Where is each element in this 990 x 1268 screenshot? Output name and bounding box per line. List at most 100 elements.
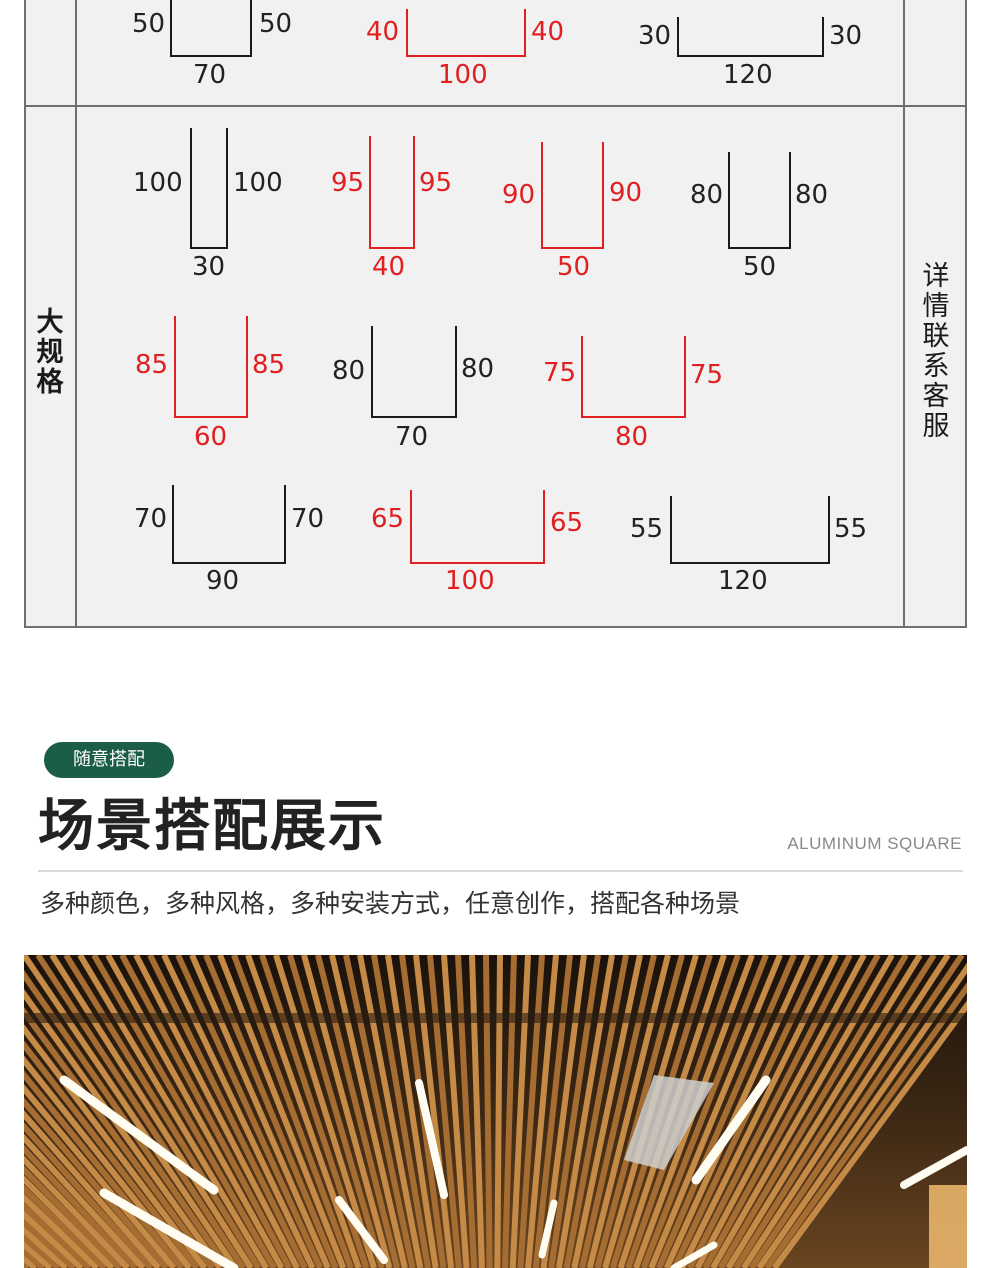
table-divider-label-column: [75, 0, 77, 628]
profile-bottom-width: 100: [438, 60, 488, 90]
profile-right-height: 70: [291, 504, 325, 534]
profile-left-height: 65: [371, 504, 405, 534]
wood-slat: [772, 1000, 967, 1268]
profile-shape: [371, 326, 457, 418]
wood-slat: [385, 955, 439, 1268]
wood-slat: [694, 955, 867, 1268]
profile-left-height: 85: [135, 350, 169, 380]
wood-slat: [427, 955, 462, 1268]
wood-slat: [640, 955, 769, 1268]
wood-slat: [49, 955, 254, 1268]
section-subtitle-en: ALUMINUM SQUARE: [787, 834, 962, 853]
profile-shape: [174, 316, 248, 418]
wood-slat: [469, 955, 485, 1268]
contact-service-label: 详情联系客服: [922, 261, 950, 442]
profile-bottom-width: 70: [193, 60, 227, 90]
wood-slat: [509, 955, 531, 1268]
table-border-right: [965, 0, 967, 628]
profile-right-height: 65: [550, 508, 584, 538]
row-label-large-spec: 大规格: [36, 307, 64, 398]
section-description: 多种颜色，多种风格，多种安装方式，任意创作，搭配各种场景: [40, 889, 741, 918]
wood-grain-ceiling-illustration: [24, 955, 967, 1268]
spec-table: 大规格 详情联系客服 50 50 70 40 40 100 30 30 120 …: [0, 0, 990, 630]
profile-shape: [406, 9, 526, 57]
wood-slat: [133, 955, 300, 1268]
wood-slat: [371, 955, 431, 1268]
wood-slat: [663, 955, 811, 1268]
wood-slat: [24, 1144, 138, 1268]
profile-shape: [190, 128, 228, 249]
wood-slat: [77, 955, 269, 1268]
wood-slat: [273, 955, 377, 1268]
wood-slat: [91, 955, 277, 1268]
wood-slat: [687, 955, 853, 1268]
section-title: 场景搭配展示: [38, 794, 386, 859]
wood-slat: [147, 955, 308, 1268]
wood-slat: [105, 955, 285, 1268]
table-background: [24, 0, 967, 628]
profile-right-height: 50: [259, 9, 293, 39]
profile-right-height: 40: [531, 17, 565, 47]
profile-right-height: 30: [829, 21, 863, 51]
profile-bottom-width: 120: [718, 566, 768, 596]
wood-slat: [175, 955, 323, 1268]
profile-left-height: 75: [543, 358, 577, 388]
wood-slat: [594, 955, 685, 1268]
wood-slat: [702, 955, 881, 1268]
ceiling-scene-photo: [24, 955, 967, 1268]
wood-slat: [24, 1155, 130, 1268]
wood-slat: [119, 955, 293, 1268]
wood-slat: [656, 955, 797, 1268]
wood-slat: [483, 955, 493, 1268]
wood-slat: [710, 955, 895, 1268]
wood-slat: [24, 1210, 84, 1268]
wood-slat: [525, 955, 559, 1268]
wood-slat: [24, 1024, 208, 1268]
wood-slat: [161, 955, 316, 1268]
profile-shape: [581, 336, 686, 418]
profile-shape: [172, 485, 286, 564]
wood-slat: [725, 955, 923, 1268]
profile-shape: [677, 17, 824, 57]
wood-slat: [203, 955, 339, 1268]
wood-slat: [24, 1040, 200, 1268]
wood-slat: [245, 955, 362, 1268]
profile-left-height: 70: [134, 504, 168, 534]
wood-slat: [24, 1084, 177, 1268]
profile-left-height: 100: [133, 168, 183, 198]
profile-bottom-width: 50: [557, 252, 591, 282]
profile-left-height: 80: [332, 356, 366, 386]
profile-right-height: 75: [690, 360, 724, 390]
wood-slat: [24, 1122, 154, 1268]
wood-slat: [24, 1110, 161, 1268]
wood-slat: [24, 1165, 123, 1268]
table-border-bottom: [24, 626, 967, 628]
wood-slat: [231, 955, 354, 1268]
profile-shape: [728, 152, 791, 249]
wood-slat: [24, 1202, 92, 1268]
table-divider-contact-column: [903, 0, 905, 628]
wood-slat: [24, 969, 231, 1268]
profile-right-height: 95: [419, 168, 453, 198]
profile-bottom-width: 120: [723, 60, 773, 90]
profile-left-height: 55: [630, 514, 664, 544]
wood-slat: [287, 955, 385, 1268]
wood-slat: [741, 955, 951, 1268]
section-divider: [38, 870, 963, 872]
profile-shape: [369, 136, 415, 249]
wood-slat: [756, 962, 967, 1268]
section-tag-badge: 随意搭配: [44, 742, 174, 778]
profile-shape: [170, 0, 252, 57]
wood-slat: [648, 955, 783, 1268]
profile-shape: [541, 142, 604, 249]
wood-slat: [329, 955, 408, 1268]
wood-slat: [301, 955, 393, 1268]
wood-slat: [63, 955, 262, 1268]
wood-slat: [189, 955, 331, 1268]
profile-bottom-width: 50: [743, 252, 777, 282]
wood-slat: [413, 955, 455, 1268]
wood-slat: [217, 955, 347, 1268]
table-row-divider: [24, 105, 967, 107]
wood-slat: [24, 955, 238, 1268]
wood-slat: [555, 955, 615, 1268]
